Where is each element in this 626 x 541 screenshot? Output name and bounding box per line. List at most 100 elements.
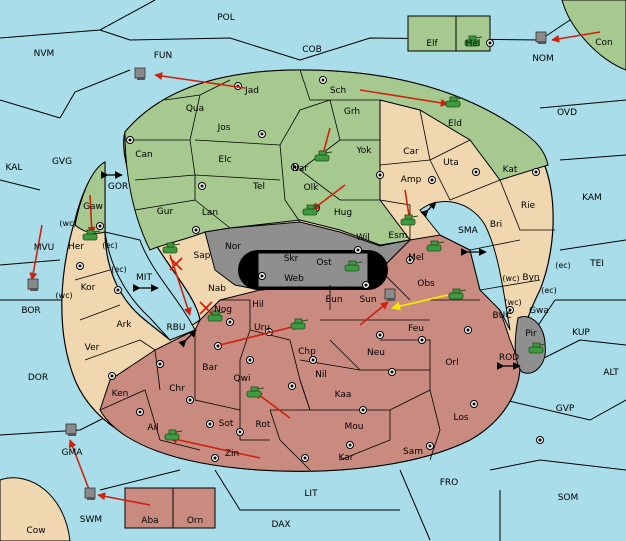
supply-center-dot [228,320,232,324]
sea-label-gvg: GVG [52,157,72,167]
supply-center-dot [488,41,492,45]
province-label-kaa: Kaa [335,390,352,400]
province-label-olk: Olk [304,183,320,193]
province-label-sot: Sot [219,419,234,429]
supply-center-dot [188,398,192,402]
supply-center-dot [474,170,478,174]
province-label-kor: Kor [81,283,96,293]
sea-label-tei: TEI [589,259,604,269]
sea-label-swm: SWM [80,515,102,525]
province-label-her: Her [68,242,84,252]
army-unit-icon [82,229,101,241]
sea-label-alt: ALT [603,368,619,378]
sea-label-fun: FUN [154,51,173,61]
province-label-yok: Yok [355,146,372,156]
province-label-ost: Ost [316,258,332,268]
supply-center-dot [378,173,382,177]
sea-label-bor: BOR [21,306,40,316]
sea-label-cob: COB [302,45,322,55]
province-label-nil: Nil [315,370,327,380]
army-unit-icon [445,96,464,108]
supply-center-dot [378,333,382,337]
supply-center-dot [311,358,315,362]
province-label-cow: Cow [26,526,45,536]
province-label-wil: Wil [356,233,370,243]
province-label-kat: Kat [503,165,518,175]
sea-label-nvm: NVM [34,49,55,59]
province-borders [74,69,555,471]
inner-channel-east [419,201,511,331]
province-label-bar: Bar [202,363,218,373]
supply-center-dot [356,248,360,252]
fleet-unit-icon [535,31,547,44]
supply-center-dot [472,402,476,406]
province-label-sch: Sch [330,86,346,96]
province-label-gwa: Gwa [529,306,549,316]
province-label-sam: Sam [403,447,423,457]
army-unit-icon [464,35,483,47]
coast-marker: (ec) [541,286,557,295]
fleet-unit-icon [84,487,96,500]
sea-label-mvu: MVU [34,243,55,253]
sea-label-kal: KAL [6,163,23,173]
province-label-tel: Tel [252,182,265,192]
supply-center-dot [508,308,512,312]
province-label-con: Con [595,38,613,48]
province-label-pir: Pir [525,329,537,339]
army-unit-icon [164,429,183,441]
province-label-amp: Amp [401,175,422,185]
province-label-hel: Hel [466,39,481,49]
province-label-obs: Obs [417,279,435,289]
fleet-unit-icon [65,423,77,436]
province-label-sap: Sap [194,251,211,261]
army-unit-icon [162,242,181,254]
supply-center-dot [238,430,242,434]
failed-orders [169,257,213,315]
province-label-elf: Elf [426,39,438,49]
supply-center-dot [290,384,294,388]
province-label-ken: Ken [112,389,129,399]
sea-label-mit: MIT [136,273,152,283]
arrow-mvu-bor [29,224,43,281]
supply-center-dot [260,274,264,278]
coast-marker: (wc) [55,291,72,300]
fleet-unit-icon [384,288,396,301]
province-label-los: Los [453,413,468,423]
supply-center-dot [538,438,542,442]
sea-label-buc: BUC [492,311,511,321]
sea-label-pol: POL [217,13,235,23]
arrow-con-nom [551,31,601,43]
army-unit-icon [400,214,419,226]
army-unit-icon [426,240,445,252]
province-label-ail: Ail [147,423,158,433]
arrow-gaw-her [87,194,96,235]
arrow-to-uru [219,322,301,346]
province-label-jos: Jos [217,123,231,133]
province-label-jad: Jad [244,86,259,96]
arrow-swm-gma [68,439,91,493]
sea-label-nom: NOM [532,54,554,64]
supply-center-dot [248,358,252,362]
province-label-gur: Gur [157,207,174,217]
supply-center-dot [361,408,365,412]
channel-arrows [100,171,521,370]
sea-label-rbu: RBU [166,323,185,333]
arrow-sap-nog [169,254,192,316]
province-label-nar: Nar [292,164,308,174]
province-aba-shape [124,487,174,529]
supply-center-dot [98,224,102,228]
sea-label-sma: SMA [458,226,478,236]
arrow-aba-swm [97,492,151,506]
sea-label-fro: FRO [440,478,459,488]
supply-center-dot [466,328,470,332]
province-label-car: Car [403,147,419,157]
coast-marker: (wc) [59,219,76,228]
province-label-skr: Skr [284,254,299,264]
province-label-grh: Grh [344,107,360,117]
coast-marker: (ec) [102,241,118,250]
sea-label-gor: GOR [108,182,128,192]
province-label-zin: Zin [225,449,239,459]
army-unit-icon [207,310,226,322]
